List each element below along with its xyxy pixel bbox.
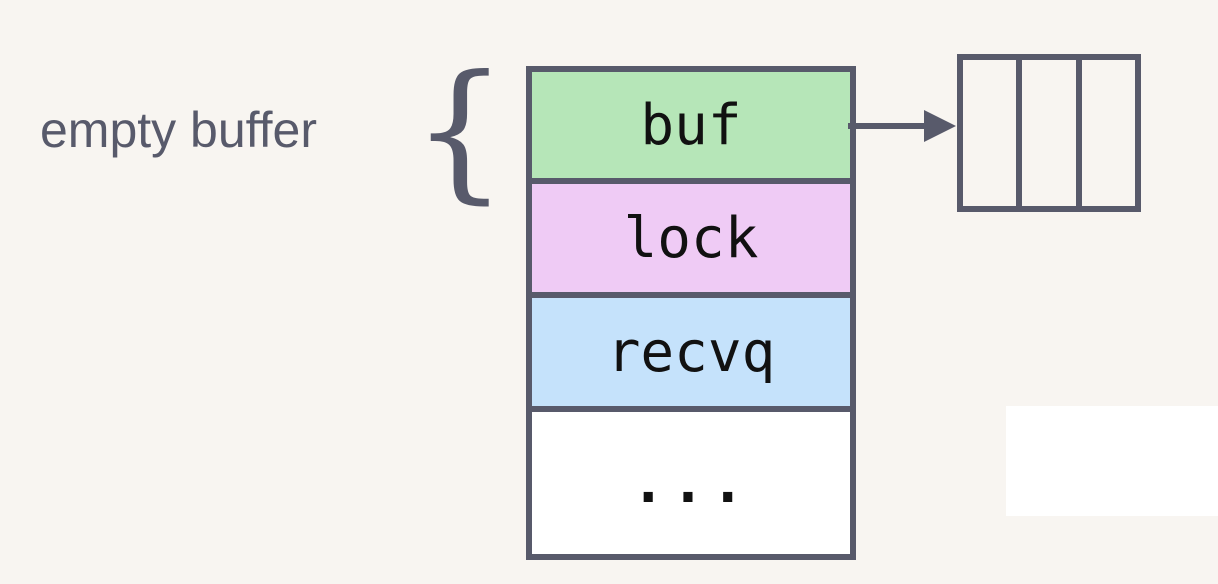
empty-buffer-label: empty buffer — [40, 102, 318, 158]
pointer-arrow — [848, 110, 956, 142]
buffer-slot — [1022, 60, 1082, 206]
field-buf: buf — [532, 72, 850, 184]
field-lock: lock — [532, 184, 850, 298]
arrow-head — [924, 110, 956, 142]
buffer-slot — [1082, 60, 1135, 206]
blank-panel — [1006, 406, 1218, 516]
field-recvq: recvq — [532, 298, 850, 412]
field-ellipsis: ... — [532, 412, 850, 554]
struct-box: buf lock recvq ... — [526, 66, 856, 560]
curly-brace: { — [412, 44, 508, 218]
buffer-array — [957, 54, 1141, 212]
buffer-slot — [963, 60, 1023, 206]
